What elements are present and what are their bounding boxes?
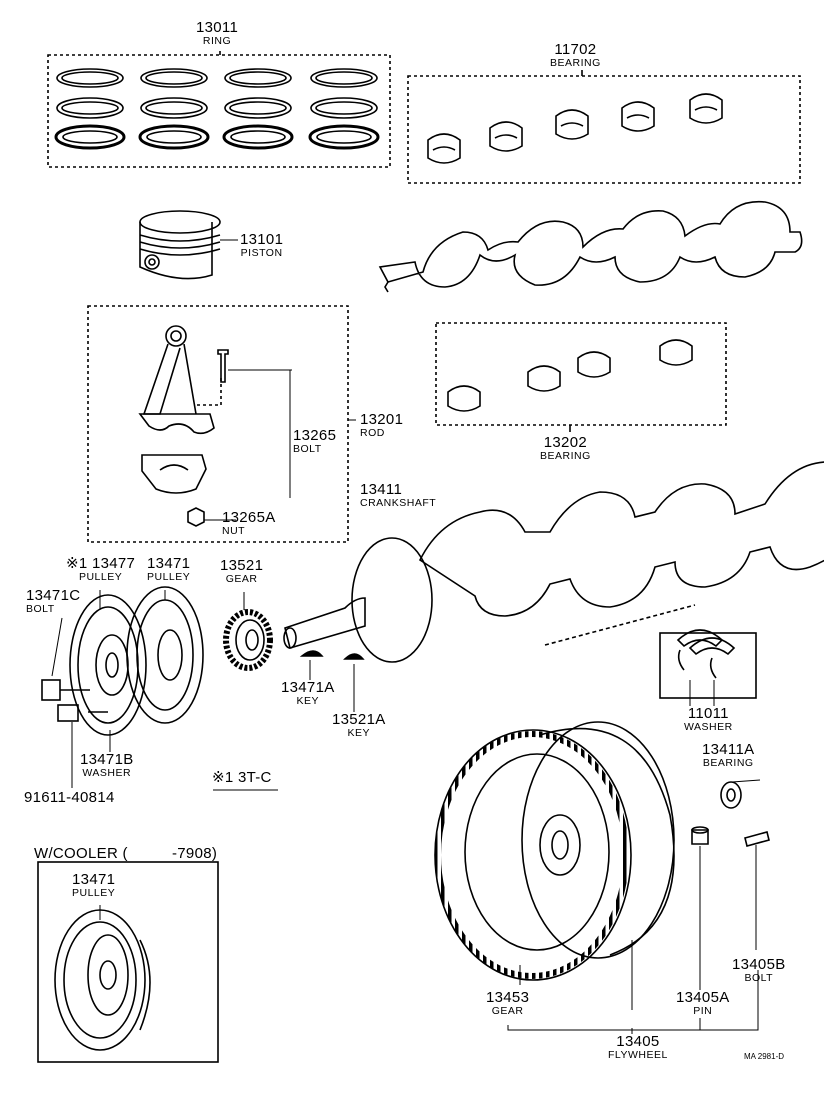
part-label-13477: ※1 13477 PULLEY: [66, 556, 135, 583]
part-name: WASHER: [82, 767, 132, 779]
part-label-13471-cooler: 13471 PULLEY: [72, 872, 115, 899]
part-number: 13411: [360, 481, 403, 498]
part-number: 13265: [293, 427, 337, 444]
part-number: 11702: [554, 41, 597, 58]
part-label-13453: 13453 GEAR: [486, 990, 529, 1017]
part-number: 13265A: [222, 509, 276, 526]
part-name: BEARING: [550, 57, 601, 69]
part-label-13471: 13471 PULLEY: [147, 556, 190, 583]
part-number: 13201: [360, 411, 404, 428]
part-name: GEAR: [225, 573, 258, 585]
cooler-pulley: [37, 861, 219, 1063]
part-name: BEARING: [540, 450, 591, 462]
part-name: GEAR: [491, 1005, 524, 1017]
part-number: 11011: [687, 705, 729, 722]
part-name: PISTON: [240, 247, 283, 259]
piston: [139, 210, 238, 280]
cooler-title: W/COOLER (: [34, 845, 128, 862]
part-label-13471C: 13471C BOLT: [26, 588, 80, 615]
part-name: BOLT: [293, 443, 322, 455]
part-label-91611-40814: 91611-40814: [24, 790, 115, 805]
part-prefix: ※1: [66, 555, 88, 572]
part-name: BOLT: [744, 972, 774, 984]
part-name: RING: [202, 35, 232, 47]
part-label-13101: 13101 PISTON: [240, 232, 283, 259]
part-label-13521A: 13521A KEY: [332, 712, 386, 739]
part-label-13521: 13521 GEAR: [220, 558, 263, 585]
part-number: 13101: [240, 231, 284, 248]
keys: [299, 650, 365, 712]
part-label-13405A: 13405A PIN: [676, 990, 730, 1017]
part-name: PIN: [693, 1005, 713, 1017]
part-number: 13477: [91, 555, 136, 572]
part-name: FLYWHEEL: [608, 1049, 668, 1061]
part-label-13411A: 13411A BEARING: [702, 742, 754, 769]
part-label-13471A: 13471A KEY: [281, 680, 335, 707]
part-label-11702: 11702 BEARING: [550, 42, 601, 69]
part-number: 13405A: [676, 989, 730, 1006]
part-name: ROD: [360, 427, 385, 439]
footnote-3t-c: ※1 3T-C: [212, 769, 272, 786]
part-number: 13405B: [732, 956, 786, 973]
part-label-13265: 13265 BOLT: [293, 428, 336, 455]
part-label-13201: 13201 ROD: [360, 412, 403, 439]
part-name: BEARING: [702, 757, 754, 769]
part-number: 13411A: [702, 741, 755, 758]
part-number: 91611-40814: [24, 789, 115, 806]
part-number: 13471C: [26, 587, 81, 604]
part-number: 13202: [543, 434, 587, 451]
thrust-washers: [659, 629, 757, 699]
part-name: NUT: [222, 525, 246, 537]
crankshaft: [283, 461, 824, 663]
drawing-code: MA 2981-D: [744, 1052, 785, 1061]
part-name: PULLEY: [72, 887, 116, 899]
piston-ring-set: [47, 51, 391, 168]
part-label-11011: 11011 WASHER: [684, 706, 733, 733]
part-number: 13521A: [332, 711, 386, 728]
part-label-13011: 13011 RING: [196, 20, 238, 47]
part-name: KEY: [296, 695, 320, 707]
cooler-range: -7908): [172, 845, 218, 862]
part-name: WASHER: [684, 721, 733, 733]
part-label-13471B: 13471B WASHER: [80, 752, 134, 779]
part-label-13405B: 13405B BOLT: [732, 957, 786, 984]
part-name: PULLEY: [78, 571, 123, 583]
flywheel: [434, 721, 770, 1034]
part-number: 13521: [220, 557, 264, 574]
part-number: 13471: [147, 555, 191, 572]
part-number: 13011: [196, 19, 239, 36]
rod-bearing-set: [435, 322, 727, 432]
part-name: CRANKSHAFT: [360, 497, 437, 509]
part-label-13405: 13405 FLYWHEEL: [608, 1034, 668, 1061]
part-name: KEY: [347, 727, 371, 739]
crankshaft-upper-view: [378, 200, 803, 293]
part-name: PULLEY: [147, 571, 191, 583]
part-number: 13405: [616, 1033, 660, 1050]
part-number: 13471A: [281, 679, 335, 696]
main-bearing-set: [407, 70, 801, 184]
part-number: 13471: [72, 871, 116, 888]
part-name: BOLT: [26, 603, 55, 615]
part-label-13202: 13202 BEARING: [540, 435, 591, 462]
part-label-13411: 13411 CRANKSHAFT: [360, 482, 436, 509]
part-label-13265A: 13265A NUT: [222, 510, 276, 537]
part-number: 13471B: [80, 751, 134, 768]
timing-gear: [223, 609, 273, 671]
part-number: 13453: [486, 989, 530, 1006]
connecting-rod-assembly: [87, 305, 356, 543]
